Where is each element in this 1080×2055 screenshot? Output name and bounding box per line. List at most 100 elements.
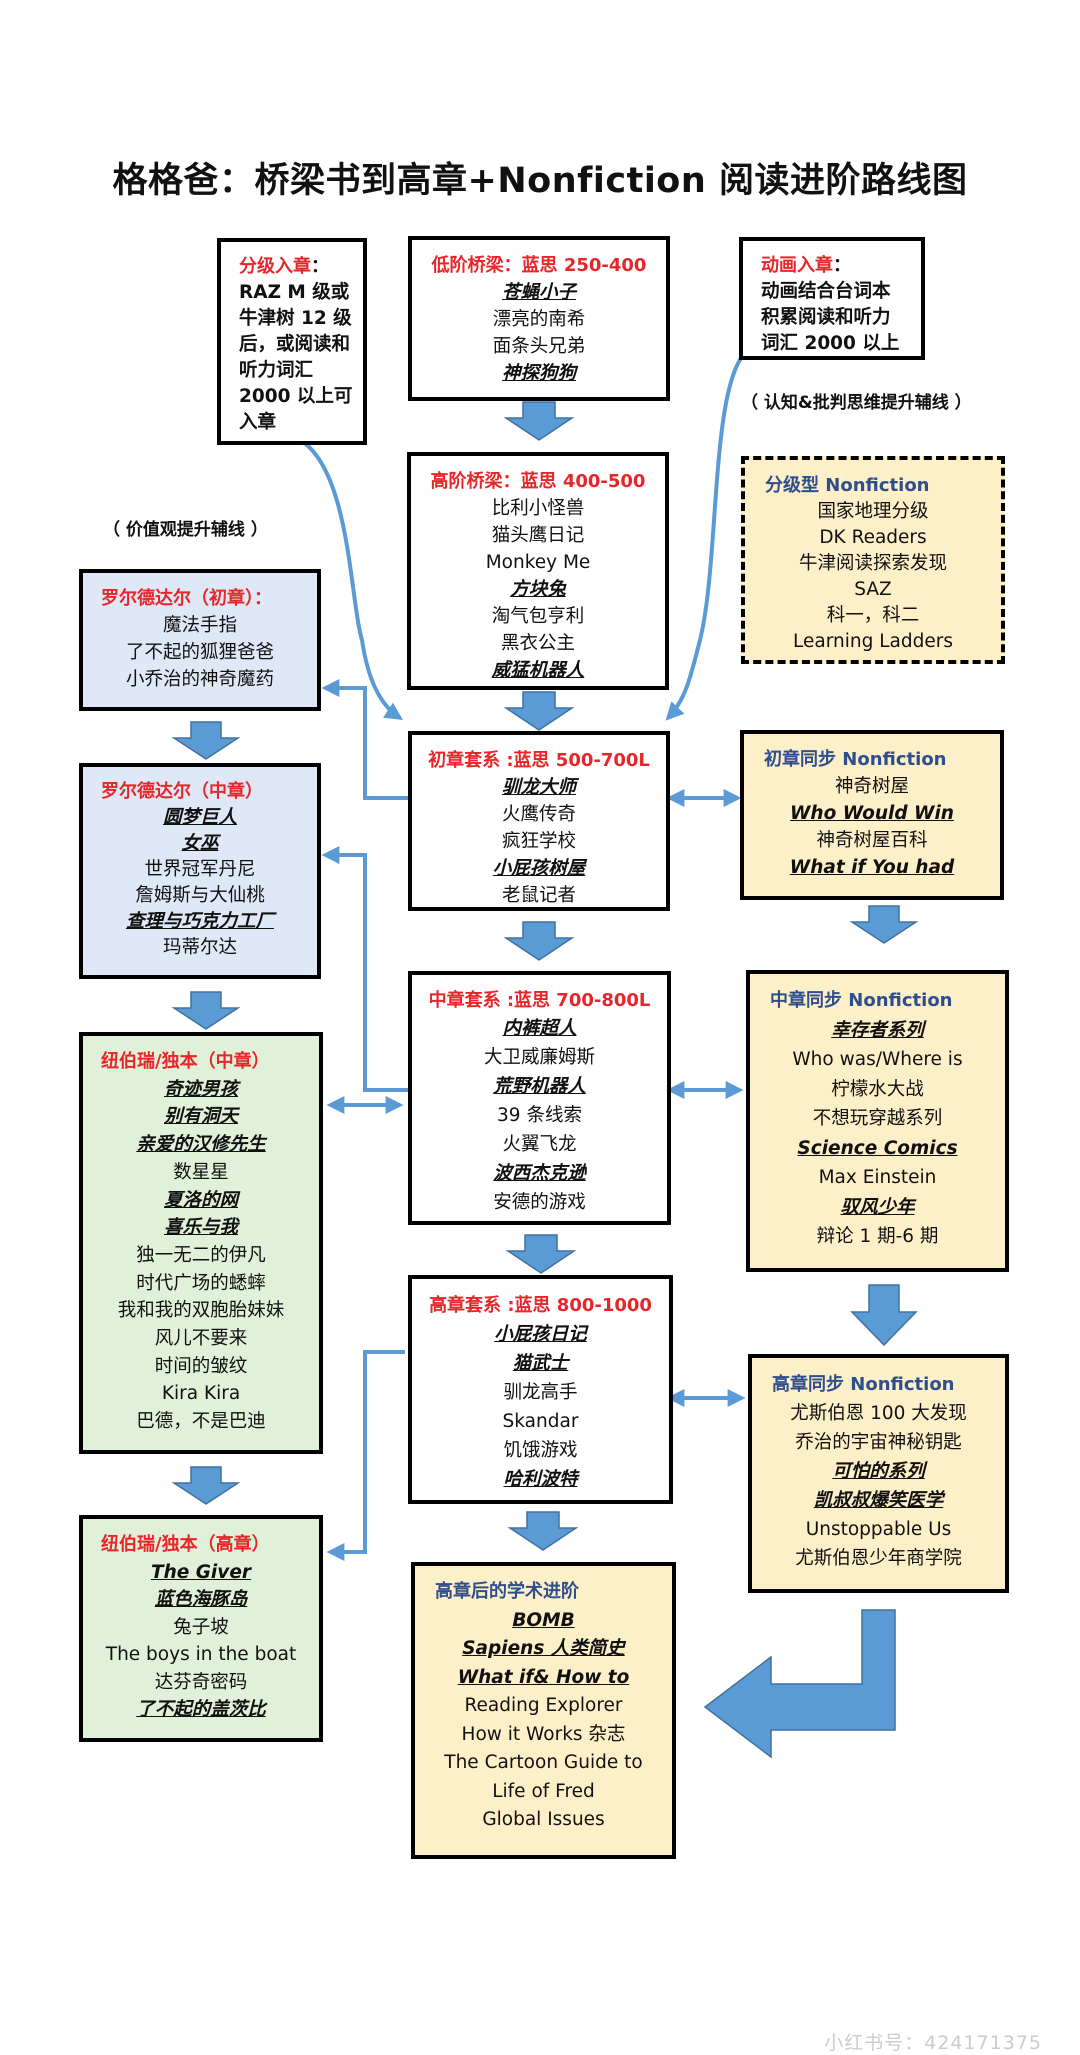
book-title: 玛蒂尔达 bbox=[162, 937, 237, 958]
graded-entry-line: 听力词汇 bbox=[239, 360, 314, 381]
book-title: Life of Fred bbox=[492, 1780, 595, 1802]
book-title: What if& How to bbox=[457, 1666, 630, 1688]
academic-head: 高章后的学术进阶 bbox=[435, 1581, 579, 1602]
early-chapter-items: 驯龙大师火鹰传奇疯狂学校小屁孩树屋老鼠记者 bbox=[422, 774, 656, 909]
book-title: 神探狗狗 bbox=[501, 363, 576, 384]
book-title: 内裤超人 bbox=[502, 1018, 577, 1039]
book-title: 猫头鹰日记 bbox=[491, 525, 585, 546]
book-title: 火鹰传奇 bbox=[501, 804, 576, 825]
book-title: 喜乐与我 bbox=[163, 1217, 238, 1239]
book-title: 小屁孩树屋 bbox=[492, 858, 586, 879]
down-arrow-right-1 bbox=[849, 905, 919, 944]
book-title: 威猛机器人 bbox=[491, 660, 585, 681]
high-chapter-head: 高章套系 :蓝思 800-1000 bbox=[429, 1295, 652, 1316]
book-title: 漂亮的南希 bbox=[492, 309, 586, 330]
book-title: The Giver bbox=[150, 1561, 252, 1583]
book-title: 别有洞天 bbox=[163, 1106, 238, 1128]
dahl-mid-box: 罗尔德达尔（中章） 圆梦巨人女巫世界冠军丹尼詹姆斯与大仙桃查理与巧克力工厂玛蒂尔… bbox=[79, 763, 321, 979]
book-title: 尤斯伯恩 100 大发现 bbox=[790, 1403, 967, 1424]
book-title: 面条头兄弟 bbox=[492, 336, 586, 357]
newbery-mid-head: 纽伯瑞/独本（中章） bbox=[101, 1051, 270, 1072]
book-title: 兔子坡 bbox=[173, 1616, 229, 1638]
watermark: 小红书号：424171375 bbox=[824, 2032, 1042, 2054]
book-title: 达芬奇密码 bbox=[154, 1671, 248, 1693]
book-title: How it Works 杂志 bbox=[461, 1723, 626, 1745]
book-title: Who Would Win bbox=[790, 803, 954, 824]
newbery-high-connector bbox=[326, 1350, 405, 1561]
book-title: 牛津阅读探索发现 bbox=[798, 553, 947, 574]
book-title: 驭风少年 bbox=[840, 1196, 915, 1218]
page-title: 格格爸：桥梁书到高章+Nonfiction 阅读进阶路线图 bbox=[112, 161, 968, 201]
book-title: 女巫 bbox=[181, 833, 219, 854]
values-line-note: （ 价值观提升辅线 ） bbox=[103, 520, 268, 540]
book-title: 黑衣公主 bbox=[500, 633, 575, 654]
book-title: 柠檬水大战 bbox=[831, 1078, 924, 1100]
graded-entry-connector bbox=[298, 438, 404, 720]
book-title: 亲爱的汉修先生 bbox=[136, 1134, 266, 1156]
low-bridge-head: 低阶桥梁：蓝思 250-400 bbox=[431, 255, 647, 276]
graded-entry-head: 分级入章 bbox=[239, 256, 311, 277]
book-title: 疯狂学校 bbox=[501, 831, 576, 852]
early-chapter-head: 初章套系 :蓝思 500-700L bbox=[428, 750, 650, 771]
book-title: SAZ bbox=[854, 579, 892, 600]
book-title: 了不起的盖茨比 bbox=[136, 1699, 266, 1720]
book-title: 詹姆斯与大仙桃 bbox=[135, 885, 265, 906]
down-arrow-left-3 bbox=[171, 1466, 241, 1505]
book-title: Max Einstein bbox=[818, 1167, 937, 1188]
graded-entry-line: 入章 bbox=[239, 412, 277, 433]
graded-entry-box: 分级入章： RAZ M 级或 牛津树 12 级 后，或阅读和 听力词汇 2000… bbox=[217, 238, 367, 445]
book-title: 凯叔叔爆笑医学 bbox=[813, 1490, 944, 1511]
book-title: Reading Explorer bbox=[464, 1695, 623, 1716]
graded-entry-line: RAZ M 级或 bbox=[239, 282, 350, 303]
book-title: 了不起的狐狸爸爸 bbox=[125, 642, 274, 663]
mid-chapter-head: 中章套系 :蓝思 700-800L bbox=[428, 990, 651, 1011]
down-arrow-5 bbox=[507, 1511, 579, 1551]
book-title: Who was/Where is bbox=[792, 1049, 963, 1070]
low-bridge-box: 低阶桥梁：蓝思 250-400 苍蝇小子漂亮的南希面条头兄弟神探狗狗 bbox=[408, 236, 670, 401]
down-arrow-left-2 bbox=[171, 991, 241, 1030]
early-nf-head-nf: Nonfiction bbox=[842, 749, 947, 770]
book-title: The boys in the boat bbox=[105, 1644, 297, 1665]
newbery-mid-box: 纽伯瑞/独本（中章） 奇迹男孩别有洞天亲爱的汉修先生数星星夏洛的网喜乐与我独一无… bbox=[79, 1032, 323, 1454]
book-title: 时间的皱纹 bbox=[154, 1355, 248, 1377]
book-title: 波西杰克逊 bbox=[493, 1163, 586, 1184]
book-title: 独一无二的伊凡 bbox=[136, 1244, 266, 1266]
book-title: 安德的游戏 bbox=[493, 1192, 586, 1213]
book-title: Learning Ladders bbox=[793, 631, 953, 652]
high-nf-box: 高章同步 Nonfiction 尤斯伯恩 100 大发现乔治的宇宙神秘钥匙可怕的… bbox=[748, 1354, 1009, 1593]
book-title: 风儿不要来 bbox=[154, 1328, 248, 1350]
book-title: 我和我的双胞胎妹妹 bbox=[117, 1300, 285, 1322]
anim-entry-box: 动画入章： 动画结合台词本 积累阅读和听力 词汇 2000 以上 bbox=[739, 237, 925, 360]
book-title: 辩论 1 期-6 期 bbox=[816, 1226, 939, 1247]
book-title: 荒野机器人 bbox=[493, 1076, 586, 1097]
down-arrow-3 bbox=[503, 921, 575, 961]
anim-entry-head: 动画入章 bbox=[761, 255, 833, 276]
book-title: 可怕的系列 bbox=[832, 1461, 925, 1482]
book-title: 夏洛的网 bbox=[163, 1189, 238, 1211]
dahl-mid-connector bbox=[321, 846, 408, 1092]
anim-entry-line: 词汇 2000 以上 bbox=[761, 333, 900, 354]
book-title: DK Readers bbox=[819, 527, 927, 548]
book-title: Unstoppable Us bbox=[805, 1519, 952, 1540]
early-chapter-box: 初章套系 :蓝思 500-700L 驯龙大师火鹰传奇疯狂学校小屁孩树屋老鼠记者 bbox=[408, 731, 670, 911]
book-title: 小乔治的神奇魔药 bbox=[125, 669, 274, 690]
bent-arrow-to-academic bbox=[703, 1609, 896, 1759]
anim-entry-line: 积累阅读和听力 bbox=[761, 307, 891, 328]
dahl-early-connector bbox=[321, 679, 408, 800]
book-title: 乔治的宇宙神秘钥匙 bbox=[795, 1432, 962, 1453]
book-title: 神奇树屋 bbox=[834, 776, 909, 797]
graded-entry-line: 2000 以上可 bbox=[239, 386, 353, 407]
high-nf-head-nf: Nonfiction bbox=[850, 1374, 955, 1395]
graded-entry-line: 后，或阅读和 bbox=[239, 334, 351, 355]
